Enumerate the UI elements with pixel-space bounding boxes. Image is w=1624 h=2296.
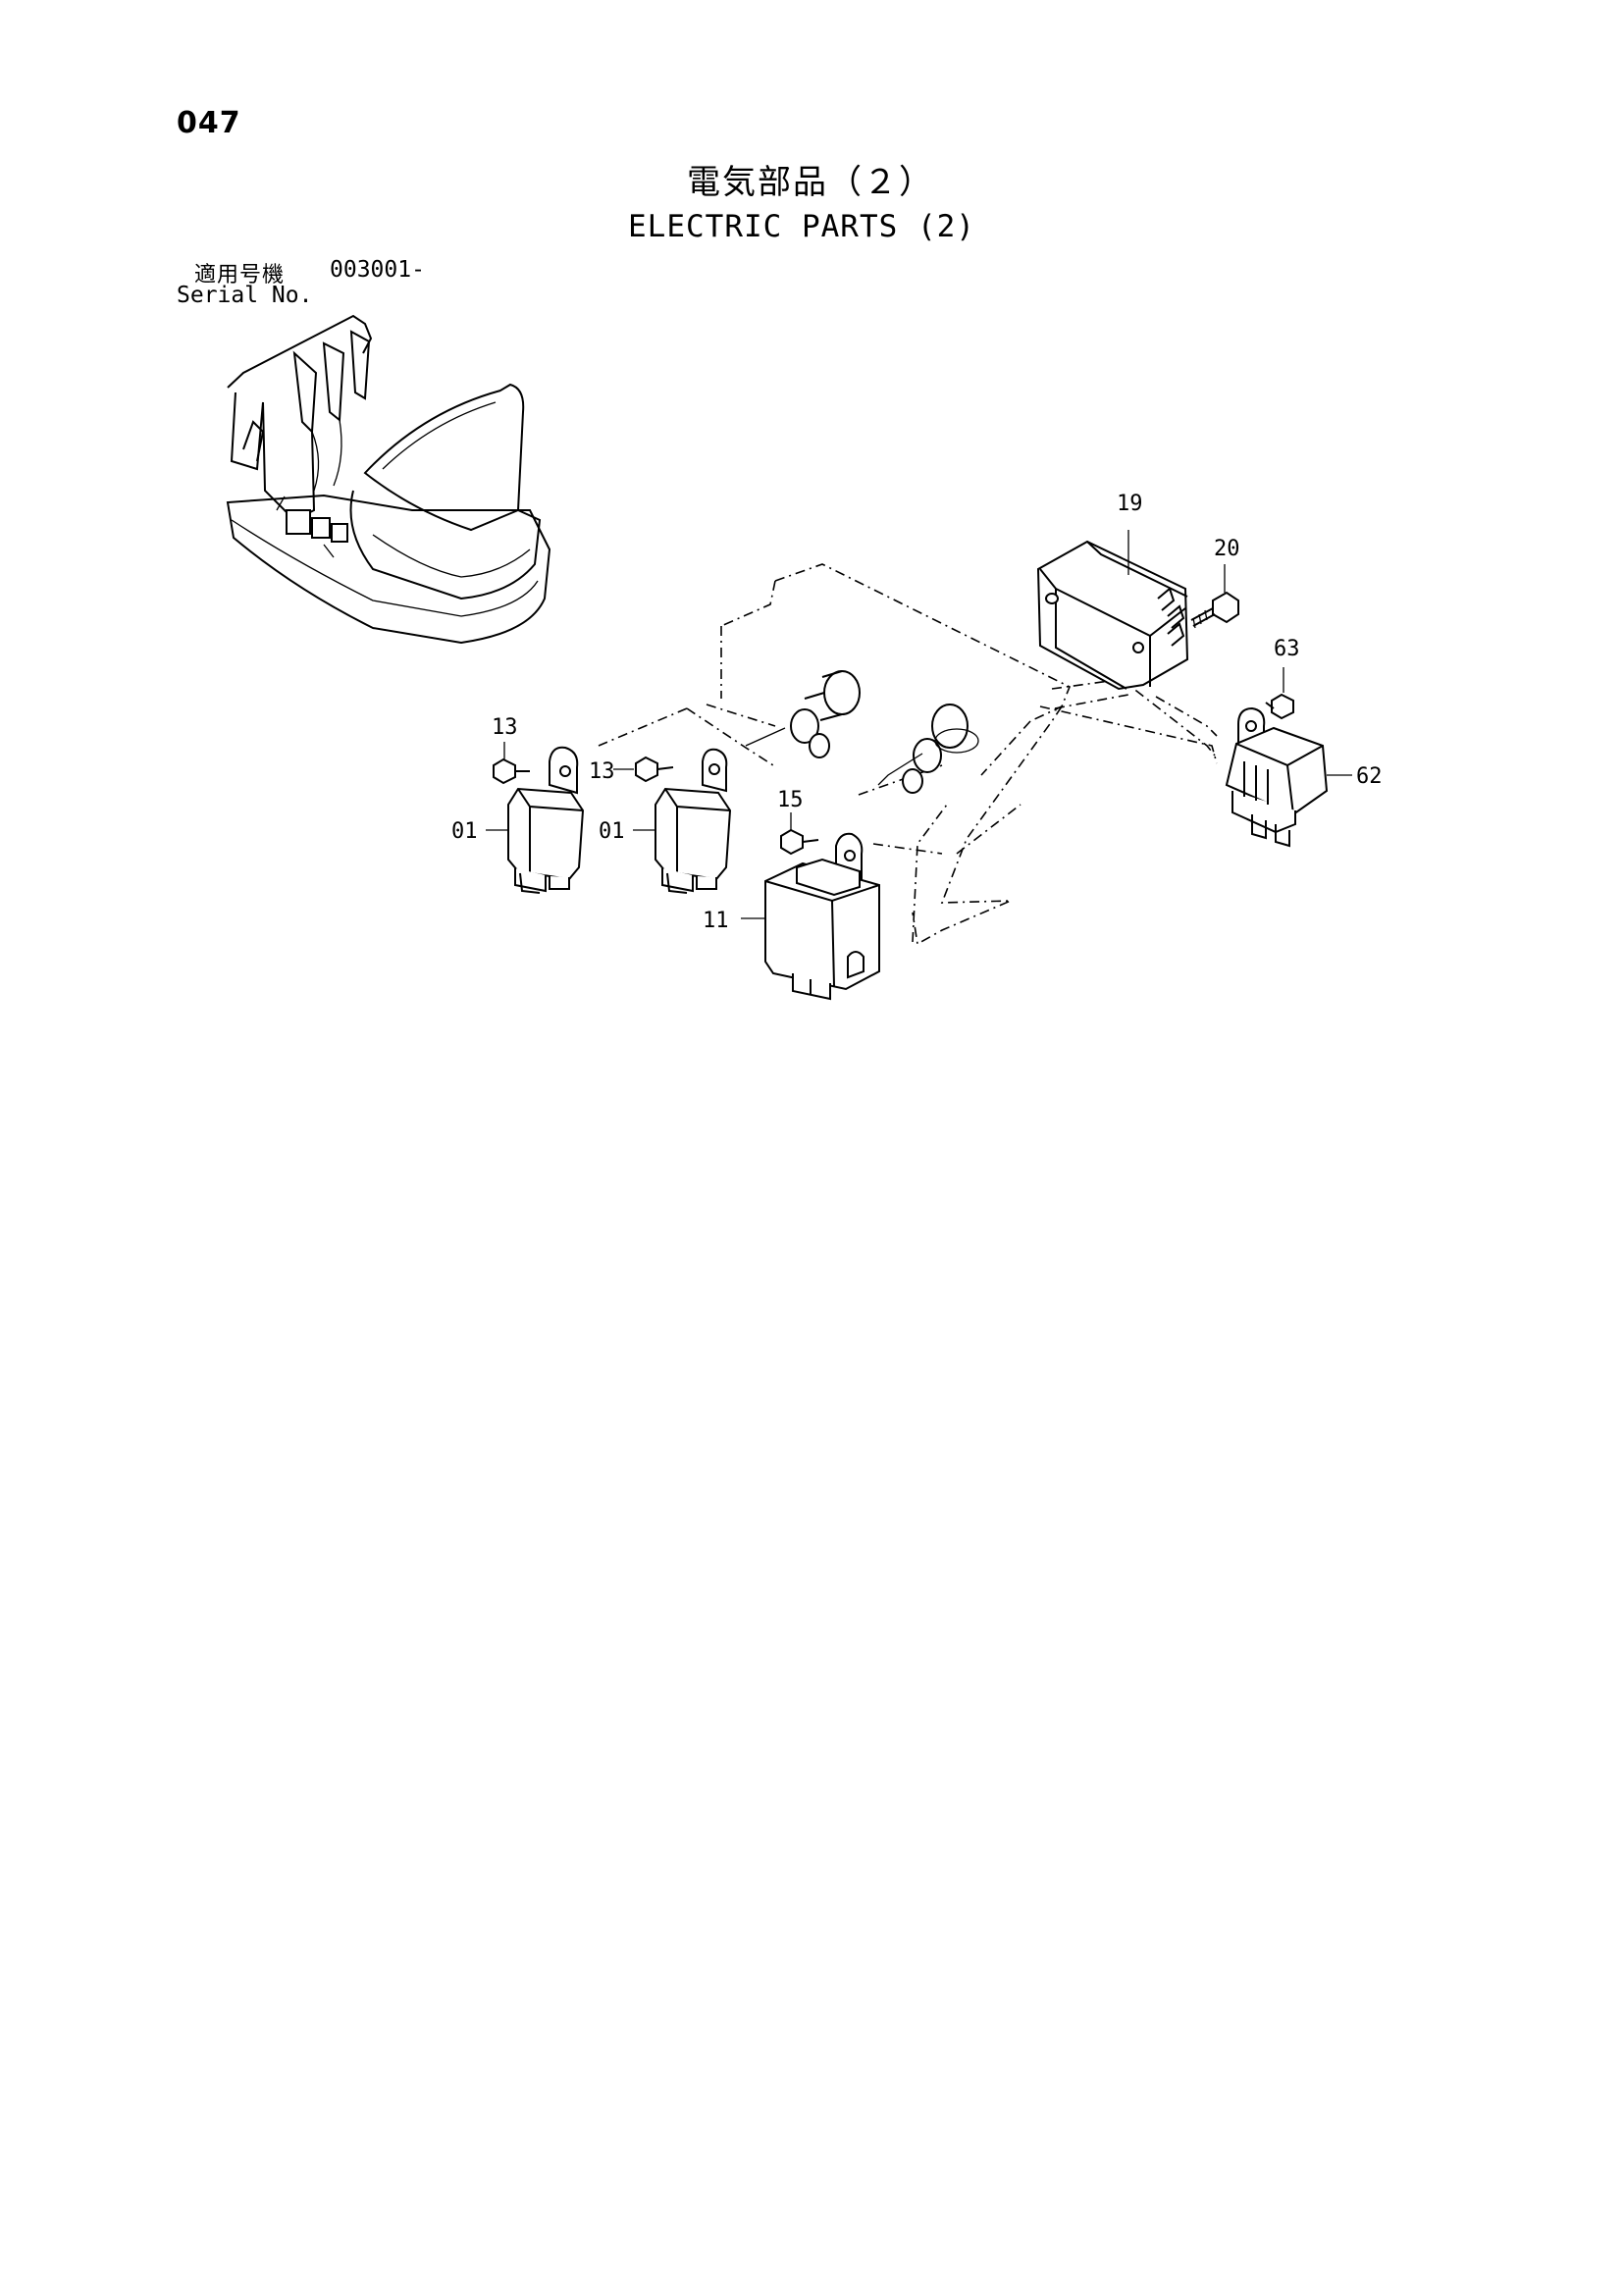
serial-label-english: Serial No. xyxy=(177,283,313,308)
callout-13-left: 13 xyxy=(492,715,518,740)
part-01-relay-left xyxy=(486,746,585,894)
callout-11: 11 xyxy=(703,909,729,933)
part-63-bolt xyxy=(1265,667,1294,720)
callout-01-left: 01 xyxy=(451,819,478,844)
part-13-bolt-left xyxy=(493,742,530,785)
part-11-control-unit xyxy=(741,832,880,1001)
grommet-pair-left xyxy=(745,670,861,758)
machine-locator-illustration xyxy=(226,314,551,645)
page-number: 047 xyxy=(177,106,241,140)
part-20-screw xyxy=(1190,564,1239,629)
callout-15: 15 xyxy=(777,788,804,812)
page-title-japanese: 電気部品（２） xyxy=(687,163,934,202)
page-title-english: ELECTRIC PARTS (2) xyxy=(628,209,975,244)
part-19-controller xyxy=(1036,530,1189,691)
callout-20: 20 xyxy=(1214,537,1240,561)
part-62-relay xyxy=(1225,706,1352,848)
callout-01-right: 01 xyxy=(599,819,625,844)
part-15-bolt xyxy=(780,812,819,856)
callout-62: 62 xyxy=(1356,764,1383,789)
part-13-bolt-right xyxy=(613,756,674,783)
callout-19: 19 xyxy=(1117,492,1143,516)
grommet-pair-right xyxy=(877,704,979,794)
serial-label-japanese: 適用号機 xyxy=(194,263,286,287)
part-01-relay-right xyxy=(633,748,732,894)
serial-range: 003001- xyxy=(330,257,425,283)
callout-63: 63 xyxy=(1274,637,1300,661)
callout-13-right: 13 xyxy=(589,759,615,784)
